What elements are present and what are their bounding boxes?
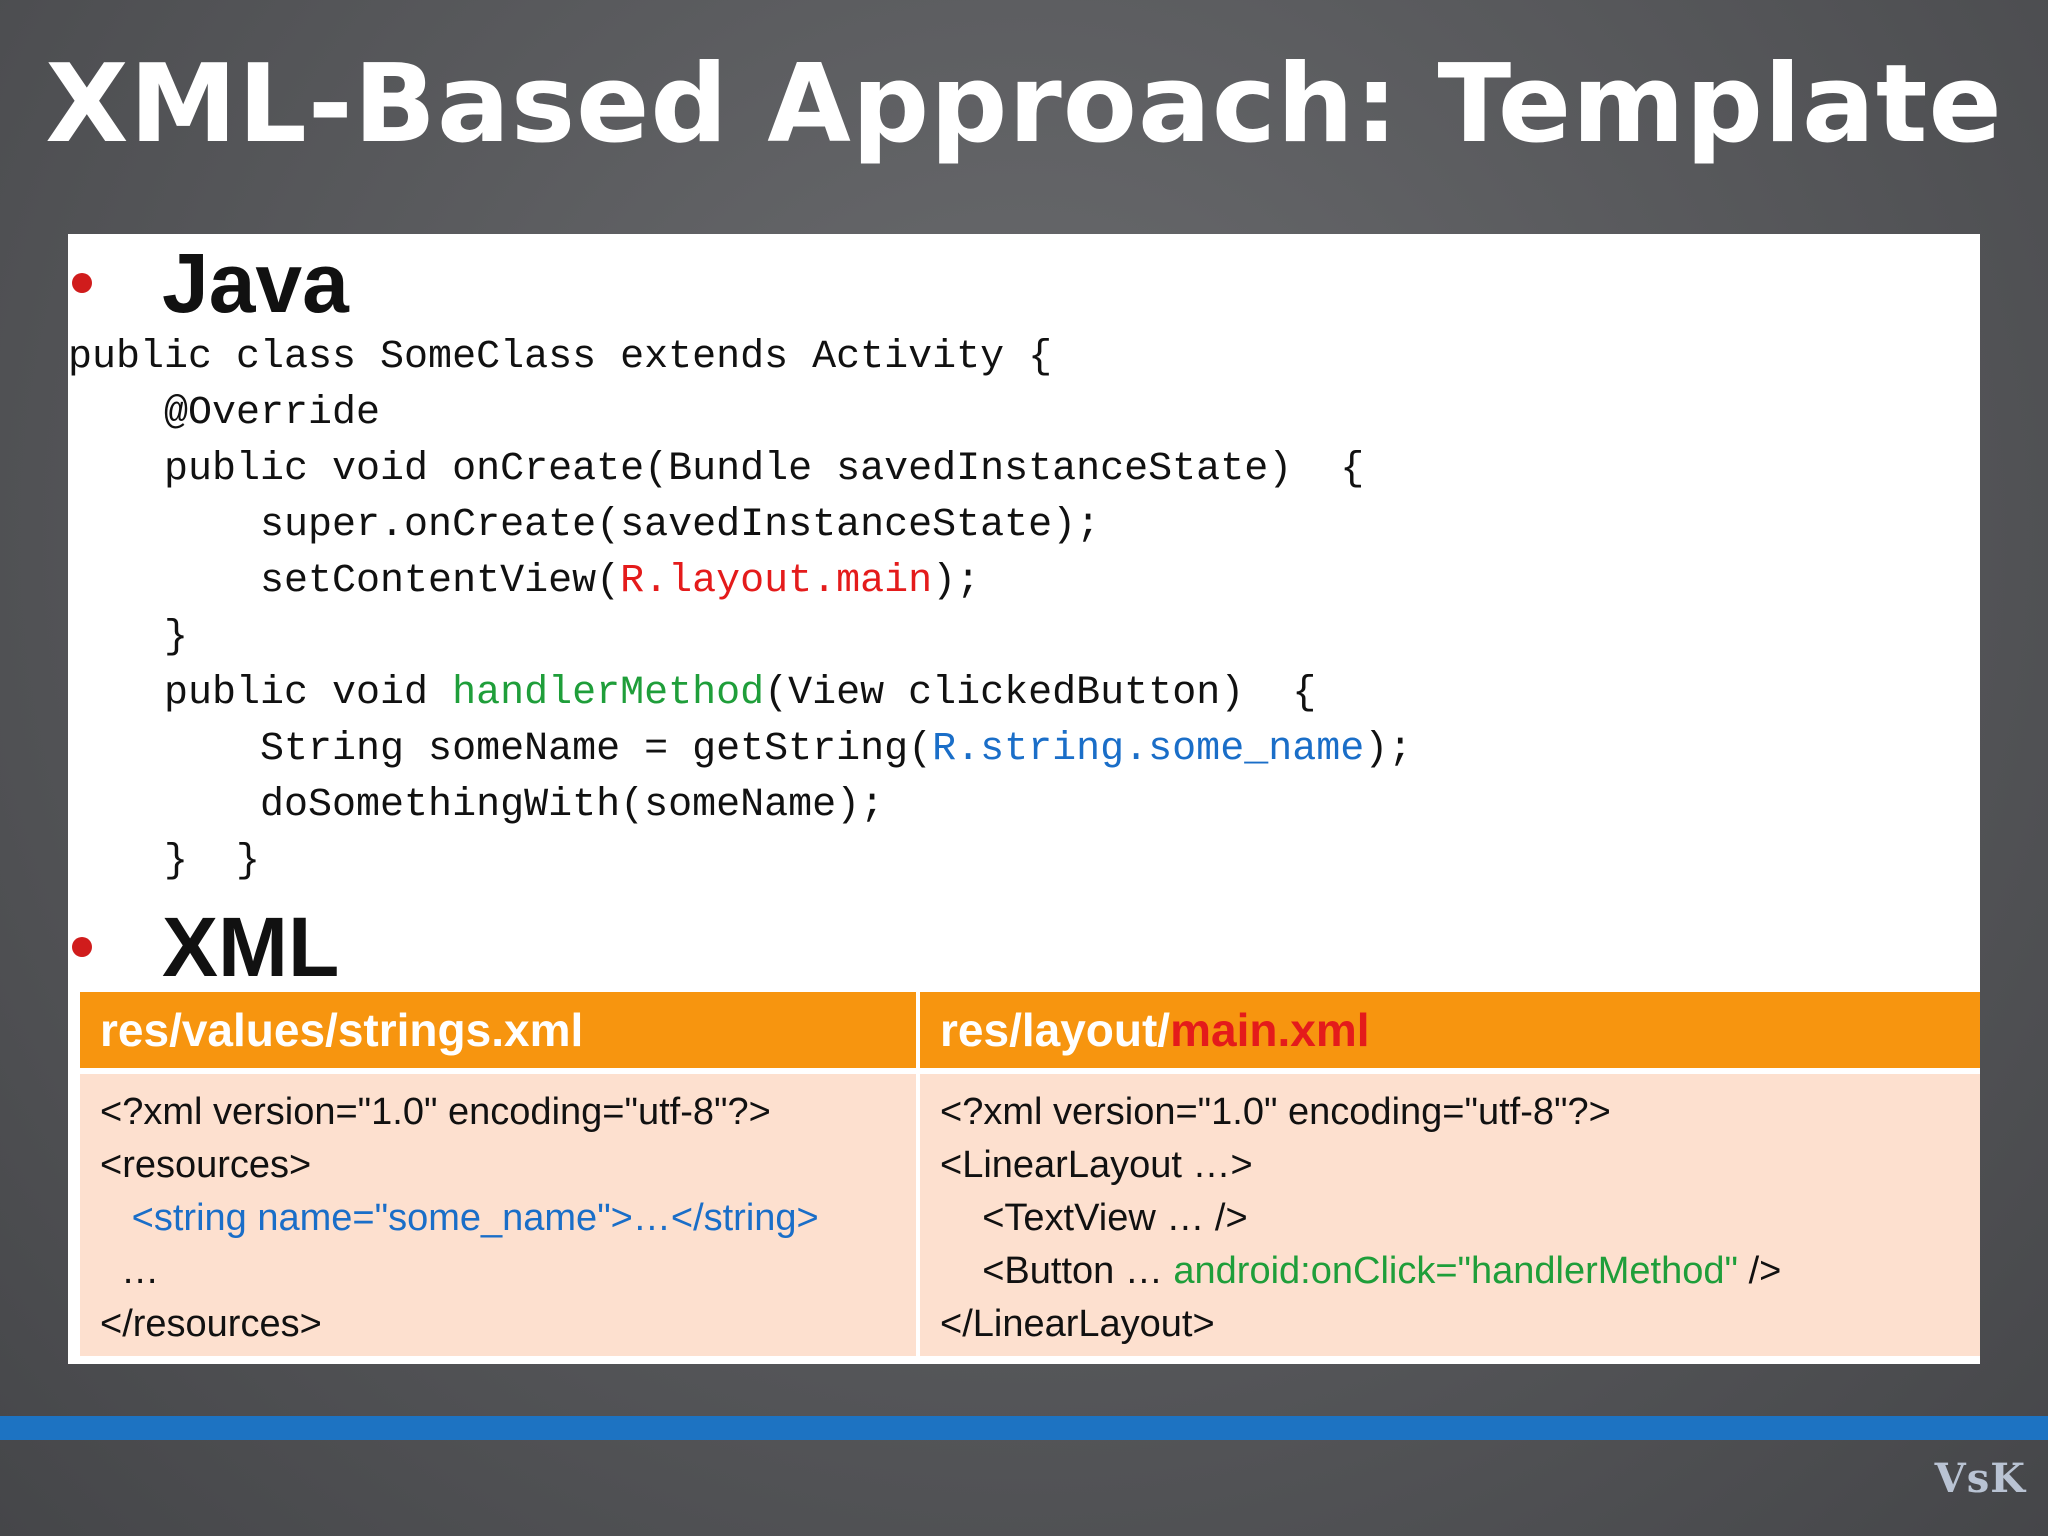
xml-heading-label: XML bbox=[162, 900, 340, 994]
strings-xml-column: res/values/strings.xml <?xml version="1.… bbox=[80, 992, 916, 1356]
java-code-line: public void onCreate(Bundle savedInstanc… bbox=[68, 442, 1412, 498]
layout-xml-line: </LinearLayout> bbox=[940, 1298, 1980, 1351]
java-code-line-segment: R.string.some_name bbox=[932, 727, 1365, 772]
layout-xml-line-segment: <Button … bbox=[940, 1250, 1174, 1292]
bottom-accent-bar bbox=[0, 1416, 2048, 1440]
java-code-line-segment: } bbox=[68, 615, 189, 660]
java-code-line: String someName = getString(R.string.som… bbox=[68, 722, 1412, 778]
java-code-line-segment: public void bbox=[68, 671, 453, 716]
java-code-line-segment: } } bbox=[68, 839, 261, 884]
bullet-dot-icon bbox=[72, 273, 92, 293]
layout-xml-header-prefix: res/layout/ bbox=[940, 1004, 1171, 1056]
strings-xml-line-segment: <string name="some_name">…</string> bbox=[100, 1197, 819, 1239]
java-code-line-segment: setContentView( bbox=[68, 559, 621, 604]
layout-xml-line-segment: <LinearLayout …> bbox=[940, 1144, 1253, 1186]
java-code-line-segment: public class SomeClass extends Activity … bbox=[68, 335, 1053, 380]
strings-xml-line: … bbox=[100, 1245, 916, 1298]
content-panel: Java public class SomeClass extends Acti… bbox=[68, 234, 1980, 1364]
layout-xml-line: <Button … android:onClick="handlerMethod… bbox=[940, 1245, 1980, 1298]
layout-xml-body: <?xml version="1.0" encoding="utf-8"?> <L… bbox=[920, 1074, 1980, 1356]
strings-xml-line: <?xml version="1.0" encoding="utf-8"?> bbox=[100, 1086, 916, 1139]
strings-xml-line-segment: <?xml version="1.0" encoding="utf-8"?> bbox=[100, 1091, 771, 1133]
layout-xml-line-segment: <?xml version="1.0" encoding="utf-8"?> bbox=[940, 1091, 1611, 1133]
layout-xml-header-highlight: main.xml bbox=[1170, 1004, 1370, 1056]
java-code-line: setContentView(R.layout.main); bbox=[68, 554, 1412, 610]
strings-xml-header: res/values/strings.xml bbox=[80, 992, 916, 1068]
bullet-dot-icon bbox=[72, 937, 92, 957]
strings-xml-body: <?xml version="1.0" encoding="utf-8"?> <r… bbox=[80, 1074, 916, 1356]
layout-xml-line: <?xml version="1.0" encoding="utf-8"?> bbox=[940, 1086, 1980, 1139]
java-code-line: doSomethingWith(someName); bbox=[68, 778, 1412, 834]
java-code-line-segment: (View clickedButton) { bbox=[764, 671, 1317, 716]
layout-xml-line-segment: /> bbox=[1738, 1250, 1782, 1292]
java-code-line-segment: public void onCreate(Bundle savedInstanc… bbox=[68, 447, 1365, 492]
strings-xml-line-segment: <resources> bbox=[100, 1144, 312, 1186]
java-code-line: public void handlerMethod(View clickedBu… bbox=[68, 666, 1412, 722]
strings-xml-line: <resources> bbox=[100, 1139, 916, 1192]
java-code-line: } bbox=[68, 610, 1412, 666]
layout-xml-line: <LinearLayout …> bbox=[940, 1139, 1980, 1192]
java-code-line-segment: String someName = getString( bbox=[68, 727, 933, 772]
strings-xml-header-label: res/values/strings.xml bbox=[100, 1004, 584, 1056]
layout-xml-line-segment: </LinearLayout> bbox=[940, 1303, 1215, 1345]
java-code-line-segment: ); bbox=[932, 559, 981, 604]
java-code-line-segment: handlerMethod bbox=[452, 671, 765, 716]
xml-heading: XML bbox=[68, 902, 339, 992]
java-code-line: @Override bbox=[68, 386, 1412, 442]
java-heading-label: Java bbox=[162, 236, 349, 330]
slide-title: XML-Based Approach: Template bbox=[45, 42, 2003, 167]
java-code-line-segment: ); bbox=[1364, 727, 1413, 772]
strings-xml-line: <string name="some_name">…</string> bbox=[100, 1192, 916, 1245]
layout-xml-column: res/layout/main.xml <?xml version="1.0" … bbox=[920, 992, 1980, 1356]
java-code-line-segment: @Override bbox=[68, 391, 381, 436]
strings-xml-line-segment: </resources> bbox=[100, 1303, 322, 1345]
java-code-line: } } bbox=[68, 834, 1412, 890]
vsk-logo: VsK bbox=[1934, 1455, 2026, 1502]
java-code-line: public class SomeClass extends Activity … bbox=[68, 330, 1412, 386]
strings-xml-line-segment: … bbox=[100, 1250, 160, 1292]
java-code-line: super.onCreate(savedInstanceState); bbox=[68, 498, 1412, 554]
layout-xml-header: res/layout/main.xml bbox=[920, 992, 1980, 1068]
java-heading: Java bbox=[68, 238, 349, 328]
layout-xml-line-segment: android:onClick="handlerMethod" bbox=[1173, 1250, 1739, 1292]
java-code-line-segment: R.layout.main bbox=[620, 559, 933, 604]
java-code-line-segment: super.onCreate(savedInstanceState); bbox=[68, 503, 1101, 548]
java-code-block: public class SomeClass extends Activity … bbox=[68, 330, 1412, 890]
strings-xml-line: </resources> bbox=[100, 1298, 916, 1351]
layout-xml-line-segment: <TextView … /> bbox=[940, 1197, 1248, 1239]
layout-xml-line: <TextView … /> bbox=[940, 1192, 1980, 1245]
java-code-line-segment: doSomethingWith(someName); bbox=[68, 783, 885, 828]
xml-files-table: res/values/strings.xml <?xml version="1.… bbox=[80, 992, 1980, 1356]
